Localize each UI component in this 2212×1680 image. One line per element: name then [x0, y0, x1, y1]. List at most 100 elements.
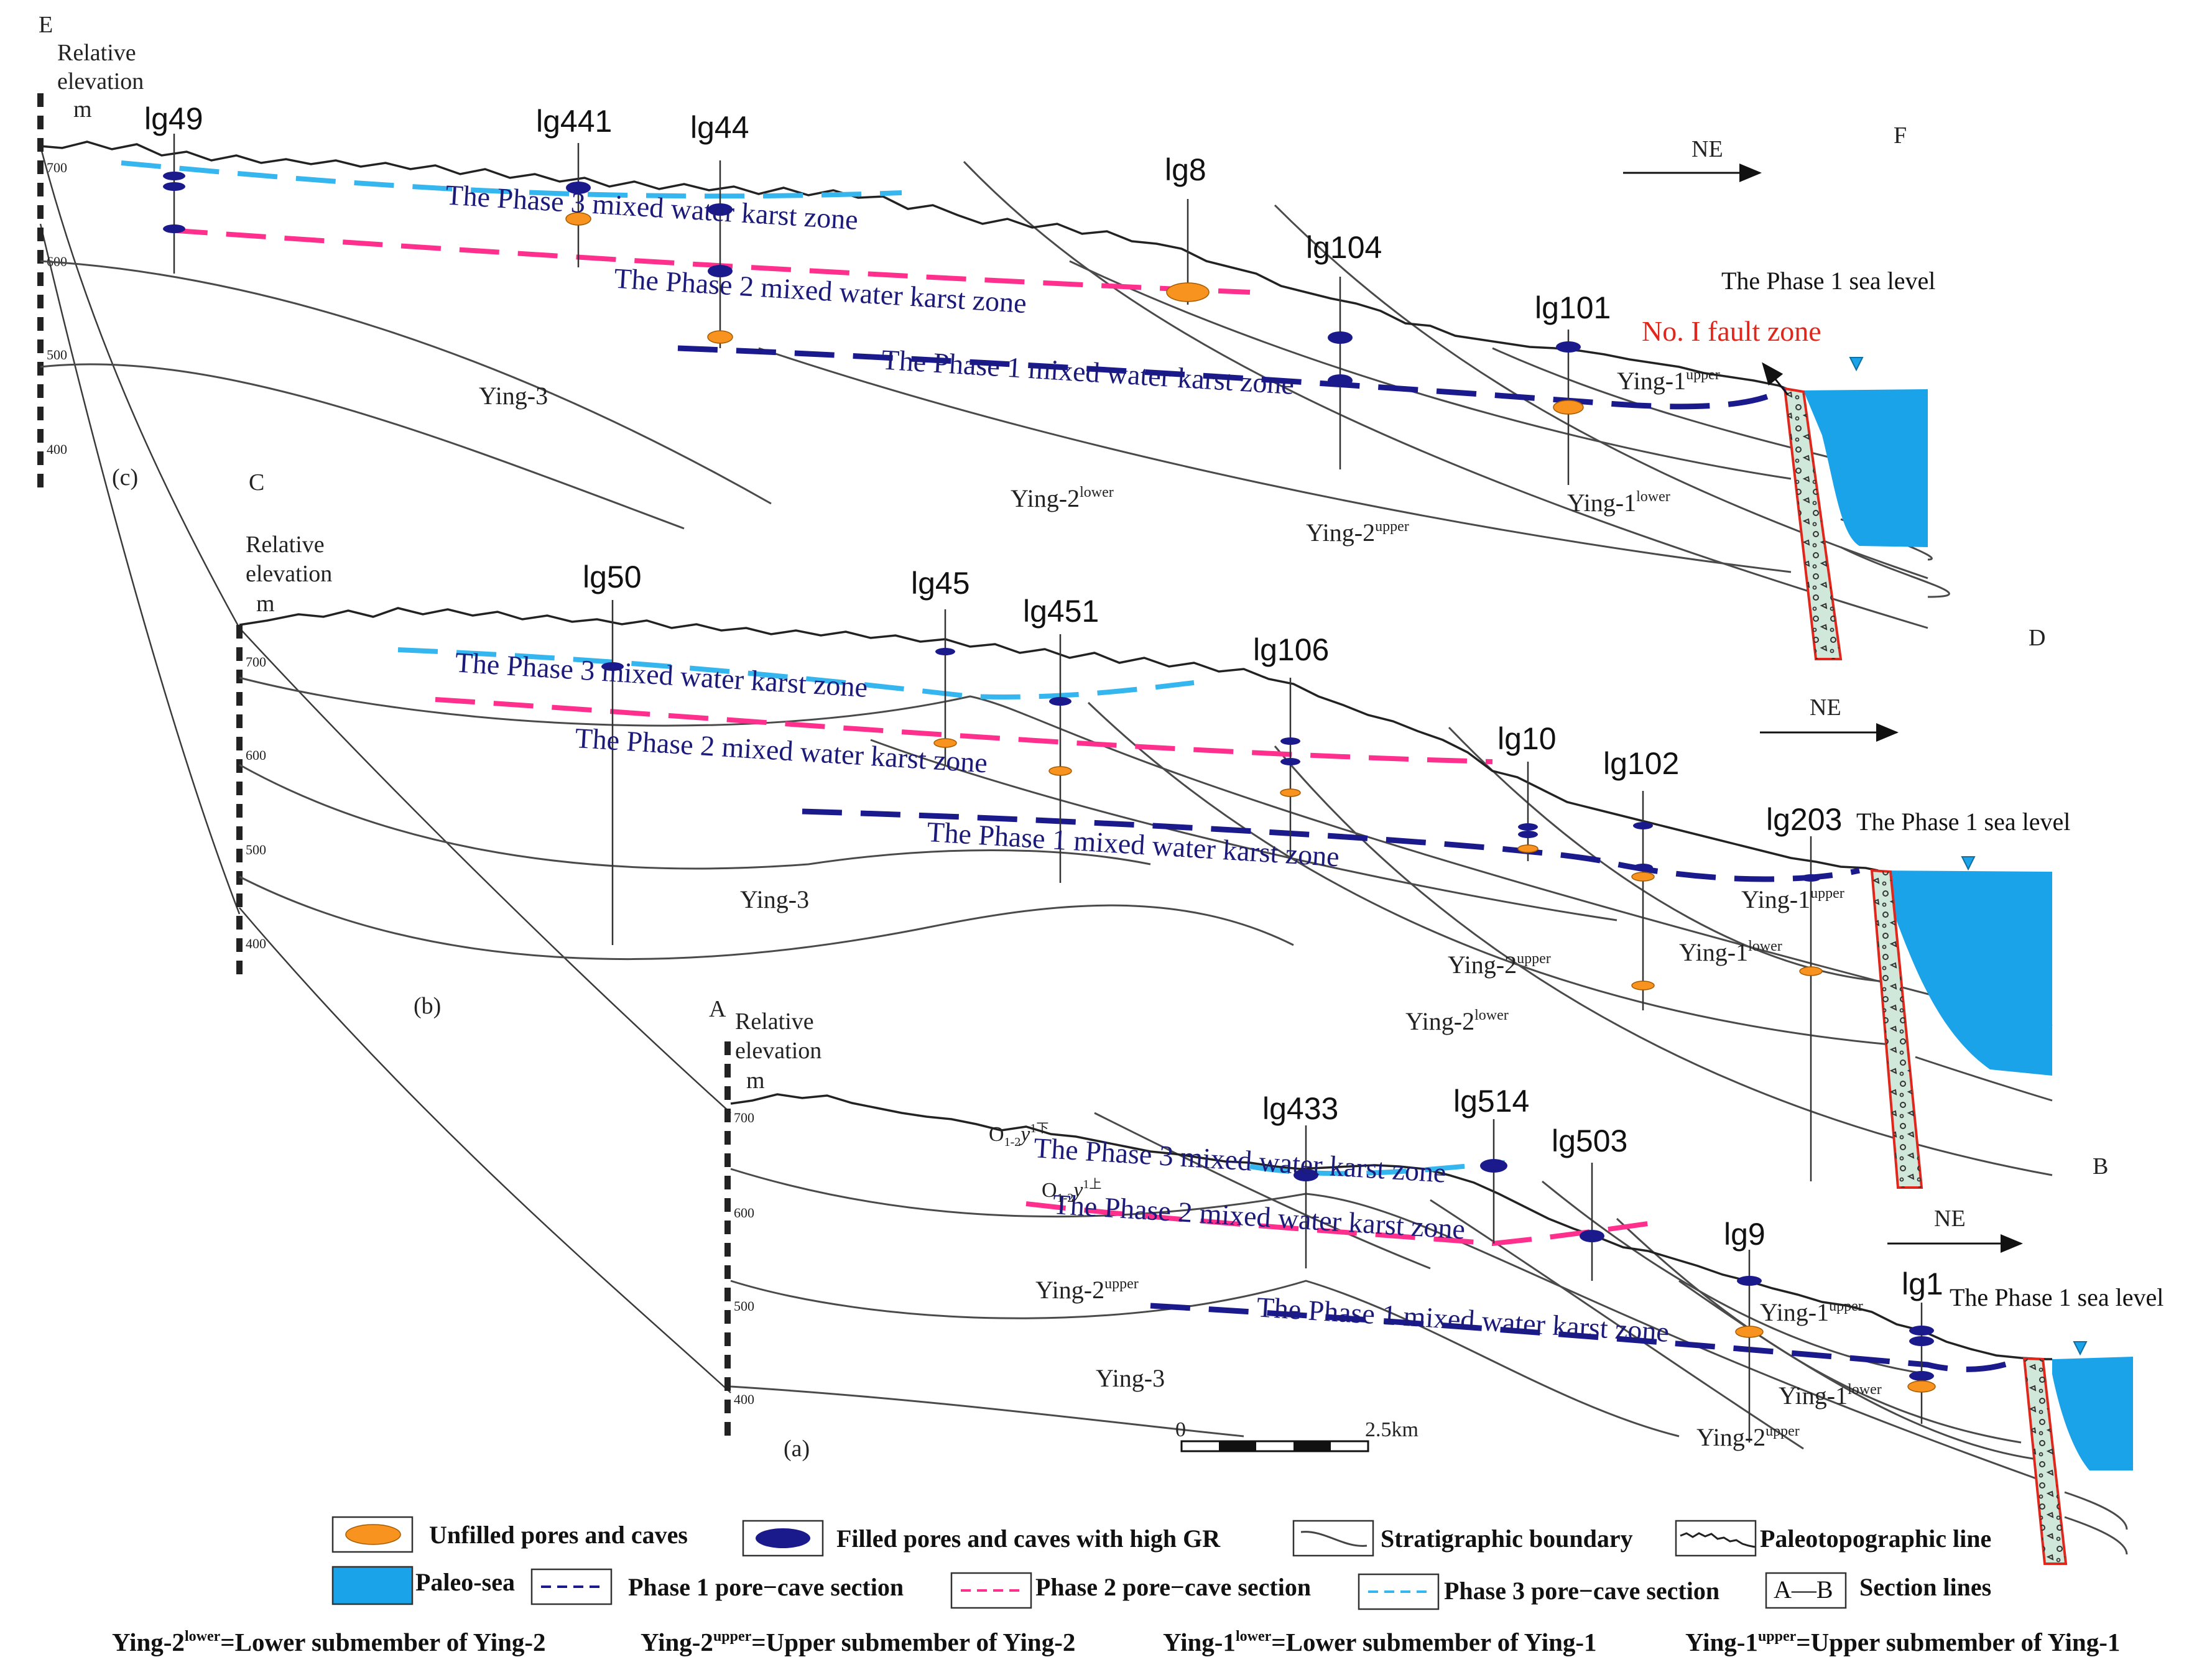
unit-o12-lower-label: O1-2y1下: [989, 1122, 1048, 1149]
section-end-B: B: [2093, 1153, 2108, 1179]
direction-label-c: NE: [1691, 136, 1723, 162]
unit-o12-upper-label: O1-2y1上: [1042, 1177, 1101, 1205]
unit-ying2-upper-b: Ying-2upper: [1448, 951, 1551, 979]
phase2-zone-label-b: The Phase 2 mixed water karst zone: [574, 722, 988, 778]
footnote-ying1-upper: Ying-1upper=Upper submember of Ying-1: [1685, 1628, 2120, 1656]
legend-section-line-symbol: A—B: [1774, 1576, 1833, 1604]
well-name: lg101: [1535, 290, 1611, 325]
well-lg503: lg503: [1552, 1124, 1627, 1281]
scale-end: 2.5km: [1365, 1418, 1418, 1441]
legend: Unfilled pores and caves Filled pores an…: [331, 1516, 1991, 1610]
well-name: lg50: [583, 560, 642, 594]
tick-700: 700: [734, 1110, 754, 1125]
section-end-D: D: [2029, 625, 2045, 651]
unit-ying1-lower-b: Ying-1lower: [1679, 938, 1782, 966]
well-name: lg514: [1453, 1084, 1529, 1119]
tick-400: 400: [246, 936, 266, 951]
legend-filled: Filled pores and caves with high GR: [836, 1525, 1221, 1553]
panel-b: 700 600 500 400 C Relative elevation m (…: [236, 469, 2070, 1189]
unit-ying2-upper-c: Ying-2upper: [1306, 519, 1409, 547]
sea-level-label-b: The Phase 1 sea level: [1856, 808, 2070, 836]
direction-label-a: NE: [1934, 1206, 1966, 1232]
tick-500: 500: [734, 1298, 754, 1314]
well-lg45: lg45: [911, 566, 970, 765]
unit-ying1-lower-c: Ying-1lower: [1567, 489, 1670, 517]
well-lg1: lg1: [1902, 1267, 1943, 1424]
panel-label-a: (a): [784, 1436, 810, 1462]
unit-ying1-upper-a: Ying-1upper: [1760, 1298, 1863, 1326]
elevation-axis-b: 700 600 500 400: [236, 625, 266, 982]
phase1-zone-label-c: The Phase 1 mixed water karst zone: [881, 344, 1295, 400]
phase2-zone-label-a: The Phase 2 mixed water karst zone: [1052, 1188, 1466, 1245]
well-name: lg49: [144, 101, 203, 136]
well-name: lg503: [1552, 1124, 1627, 1158]
section-connecting-lines: [39, 145, 731, 1393]
footnote-ying2-lower: Ying-2lower=Lower submember of Ying-2: [112, 1628, 546, 1656]
tick-500: 500: [246, 842, 266, 857]
axis-title-line2: elevation: [246, 561, 332, 587]
legend-paleo-sea: Paleo-sea: [415, 1568, 515, 1596]
section-end-E: E: [39, 12, 53, 38]
unit-ying3-c: Ying-3: [479, 382, 548, 410]
axis-title-line1: Relative: [246, 532, 325, 558]
unit-ying1-upper-b: Ying-1upper: [1741, 885, 1844, 913]
unit-ying1-lower-a: Ying-1lower: [1779, 1382, 1882, 1410]
footnote-ying2-upper: Ying-2upper=Upper submember of Ying-2: [641, 1628, 1075, 1656]
footnote-ying1-lower: Ying-1lower=Lower submember of Ying-1: [1163, 1628, 1597, 1656]
legend-paleotopo: Paleotopographic line: [1760, 1525, 1991, 1553]
well-name: lg203: [1766, 802, 1842, 837]
well-name: lg451: [1023, 594, 1099, 629]
section-end-F: F: [1894, 122, 1907, 149]
well-lg10: lg10: [1497, 721, 1557, 861]
well-lg9: lg9: [1724, 1217, 1765, 1442]
well-lg441: lg441: [536, 104, 612, 267]
axis-title-line2: elevation: [57, 68, 144, 95]
legend-strat-boundary: Stratigraphic boundary: [1381, 1525, 1633, 1553]
well-name: lg8: [1165, 152, 1206, 187]
well-lg104: lg104: [1306, 230, 1382, 469]
axis-title-line1: Relative: [735, 1008, 814, 1035]
well-lg44: lg44: [690, 110, 749, 348]
tick-400: 400: [734, 1392, 754, 1407]
fault-zone-label: No. I fault zone: [1642, 315, 1821, 347]
elevation-axis-a: 700 600 500 400: [724, 1041, 754, 1436]
sea-level-label-c: The Phase 1 sea level: [1721, 267, 1935, 295]
unit-ying2-lower-b: Ying-2lower: [1405, 1007, 1509, 1035]
legend-phase1: Phase 1 pore−cave section: [628, 1573, 904, 1601]
well-name: lg9: [1724, 1217, 1765, 1252]
tick-700: 700: [47, 160, 67, 175]
legend-phase3: Phase 3 pore−cave section: [1444, 1577, 1719, 1605]
well-name: lg106: [1253, 632, 1329, 667]
tick-700: 700: [246, 654, 266, 670]
well-lg49: lg49: [144, 101, 203, 274]
unit-ying1-upper-c: Ying-1upper: [1617, 367, 1720, 395]
well-lg50: lg50: [583, 560, 642, 945]
axis-title-line2: elevation: [735, 1038, 821, 1064]
well-lg203: lg203: [1766, 802, 1842, 1181]
phase1-zone-label-a: The Phase 1 mixed water karst zone: [1256, 1291, 1670, 1347]
unit-ying3-a: Ying-3: [1096, 1364, 1165, 1392]
well-name: lg104: [1306, 230, 1382, 265]
well-lg101: lg101: [1535, 290, 1611, 485]
sea-level-label-a: The Phase 1 sea level: [1950, 1283, 2163, 1311]
unit-ying2-upper-a2: Ying-2upper: [1696, 1423, 1800, 1451]
axis-unit: m: [73, 96, 92, 122]
section-end-C: C: [249, 469, 264, 496]
tick-600: 600: [246, 747, 266, 763]
panel-label-c: (c): [112, 464, 138, 491]
elevation-axis-c: 700 600 500 400: [37, 93, 67, 491]
tick-500: 500: [47, 347, 67, 362]
well-lg102: lg102: [1603, 746, 1679, 1010]
panel-label-b: (b): [414, 993, 441, 1019]
well-lg514: lg514: [1453, 1084, 1529, 1244]
well-name: lg44: [690, 110, 749, 145]
axis-title-line1: Relative: [57, 40, 136, 66]
axis-unit: m: [256, 591, 275, 617]
well-name: lg10: [1497, 721, 1557, 756]
well-lg8: lg8: [1165, 152, 1210, 305]
well-lg451: lg451: [1023, 594, 1099, 883]
well-name: lg102: [1603, 746, 1679, 781]
tick-600: 600: [734, 1205, 754, 1221]
well-name: lg45: [911, 566, 970, 601]
